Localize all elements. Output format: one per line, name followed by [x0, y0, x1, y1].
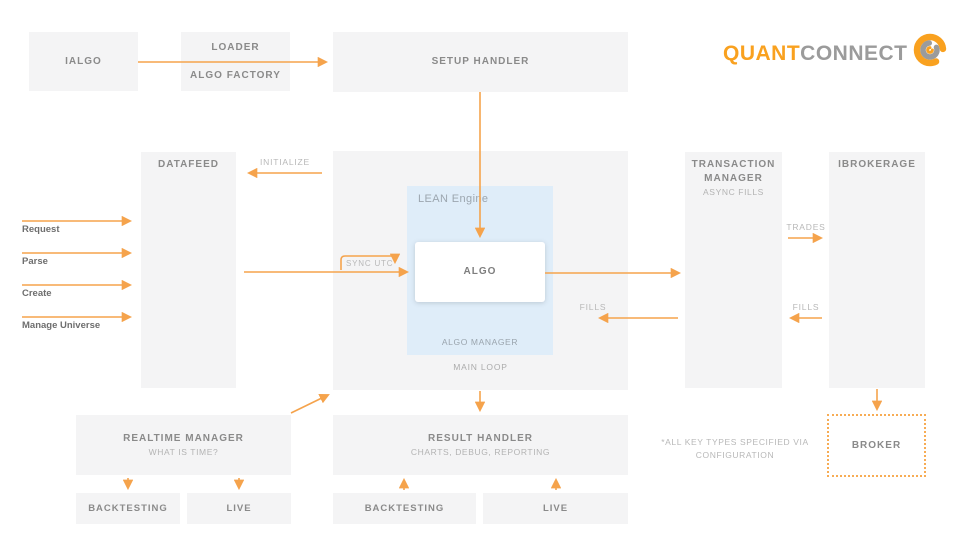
- lean-engine-title: LEAN Engine: [418, 193, 489, 205]
- setup-handler-title: SETUP HANDLER: [431, 56, 530, 67]
- algo-factory-title: ALGO FACTORY: [190, 70, 281, 81]
- config-note-line2: CONFIGURATION: [695, 450, 775, 460]
- result-handler-title: RESULT HANDLER: [428, 432, 533, 444]
- transaction-title-line2: MANAGER: [704, 173, 763, 184]
- label-trades: TRADES: [786, 222, 826, 232]
- box-loader-algo-factory: LOADER ALGO FACTORY: [181, 32, 290, 91]
- quantconnect-logo: QUANTCONNECT: [723, 33, 949, 69]
- logo-connect-text: CONNECT: [800, 42, 908, 65]
- transaction-subtitle: ASYNC FILLS: [703, 187, 764, 197]
- box-backtesting-result: BACKTESTING: [333, 493, 476, 524]
- broker-title: BROKER: [851, 439, 902, 451]
- box-transaction-manager: TRANSACTION MANAGER ASYNC FILLS: [685, 152, 782, 388]
- main-loop-label: MAIN LOOP: [453, 362, 508, 372]
- algo-manager-label: ALGO MANAGER: [441, 337, 519, 347]
- label-parse: Parse: [22, 256, 48, 267]
- realtime-manager-title: REALTIME MANAGER: [123, 432, 244, 444]
- ibrokerage-title: IBROKERAGE: [838, 159, 916, 170]
- label-request: Request: [22, 224, 60, 235]
- backtesting-result-title: BACKTESTING: [364, 502, 445, 514]
- box-result-handler: RESULT HANDLER CHARTS, DEBUG, REPORTING: [333, 415, 628, 475]
- box-realtime-manager: REALTIME MANAGER WHAT IS TIME?: [76, 415, 291, 475]
- transaction-title-line1: TRANSACTION: [691, 159, 776, 170]
- box-live-result: LIVE: [483, 493, 628, 524]
- label-sync-utc: SYNC UTC: [346, 259, 394, 268]
- ialgo-title: IALGO: [65, 55, 102, 67]
- live-realtime-title: LIVE: [226, 502, 252, 514]
- config-note-line1: *ALL KEY TYPES SPECIFIED VIA: [661, 437, 809, 447]
- box-broker: BROKER: [827, 414, 926, 477]
- box-datafeed: DATAFEED: [141, 152, 236, 388]
- box-live-realtime: LIVE: [187, 493, 291, 524]
- box-ialgo: IALGO: [29, 32, 138, 91]
- live-result-title: LIVE: [542, 502, 569, 514]
- loader-title: LOADER: [211, 42, 260, 53]
- label-fills-main: FILLS: [579, 302, 607, 312]
- box-setup-handler: SETUP HANDLER: [333, 32, 628, 92]
- box-algo: ALGO: [415, 242, 545, 302]
- label-manage-universe: Manage Universe: [22, 320, 101, 331]
- algo-title: ALGO: [463, 266, 497, 277]
- realtime-manager-subtitle: WHAT IS TIME?: [148, 446, 219, 457]
- quantconnect-swirl-icon: [913, 33, 946, 67]
- label-create: Create: [22, 288, 52, 299]
- logo-quant-text: QUANT: [723, 42, 801, 65]
- result-handler-subtitle: CHARTS, DEBUG, REPORTING: [410, 446, 551, 457]
- box-ibrokerage: IBROKERAGE: [829, 152, 925, 388]
- config-note: *ALL KEY TYPES SPECIFIED VIA CONFIGURATI…: [661, 436, 809, 462]
- label-fills-broker: FILLS: [792, 302, 820, 312]
- datafeed-title: DATAFEED: [158, 159, 219, 170]
- box-backtesting-realtime: BACKTESTING: [76, 493, 180, 524]
- backtesting-realtime-title: BACKTESTING: [88, 502, 168, 514]
- logo-wordmark: QUANTCONNECT: [723, 39, 908, 69]
- label-initialize: INITIALIZE: [259, 157, 311, 167]
